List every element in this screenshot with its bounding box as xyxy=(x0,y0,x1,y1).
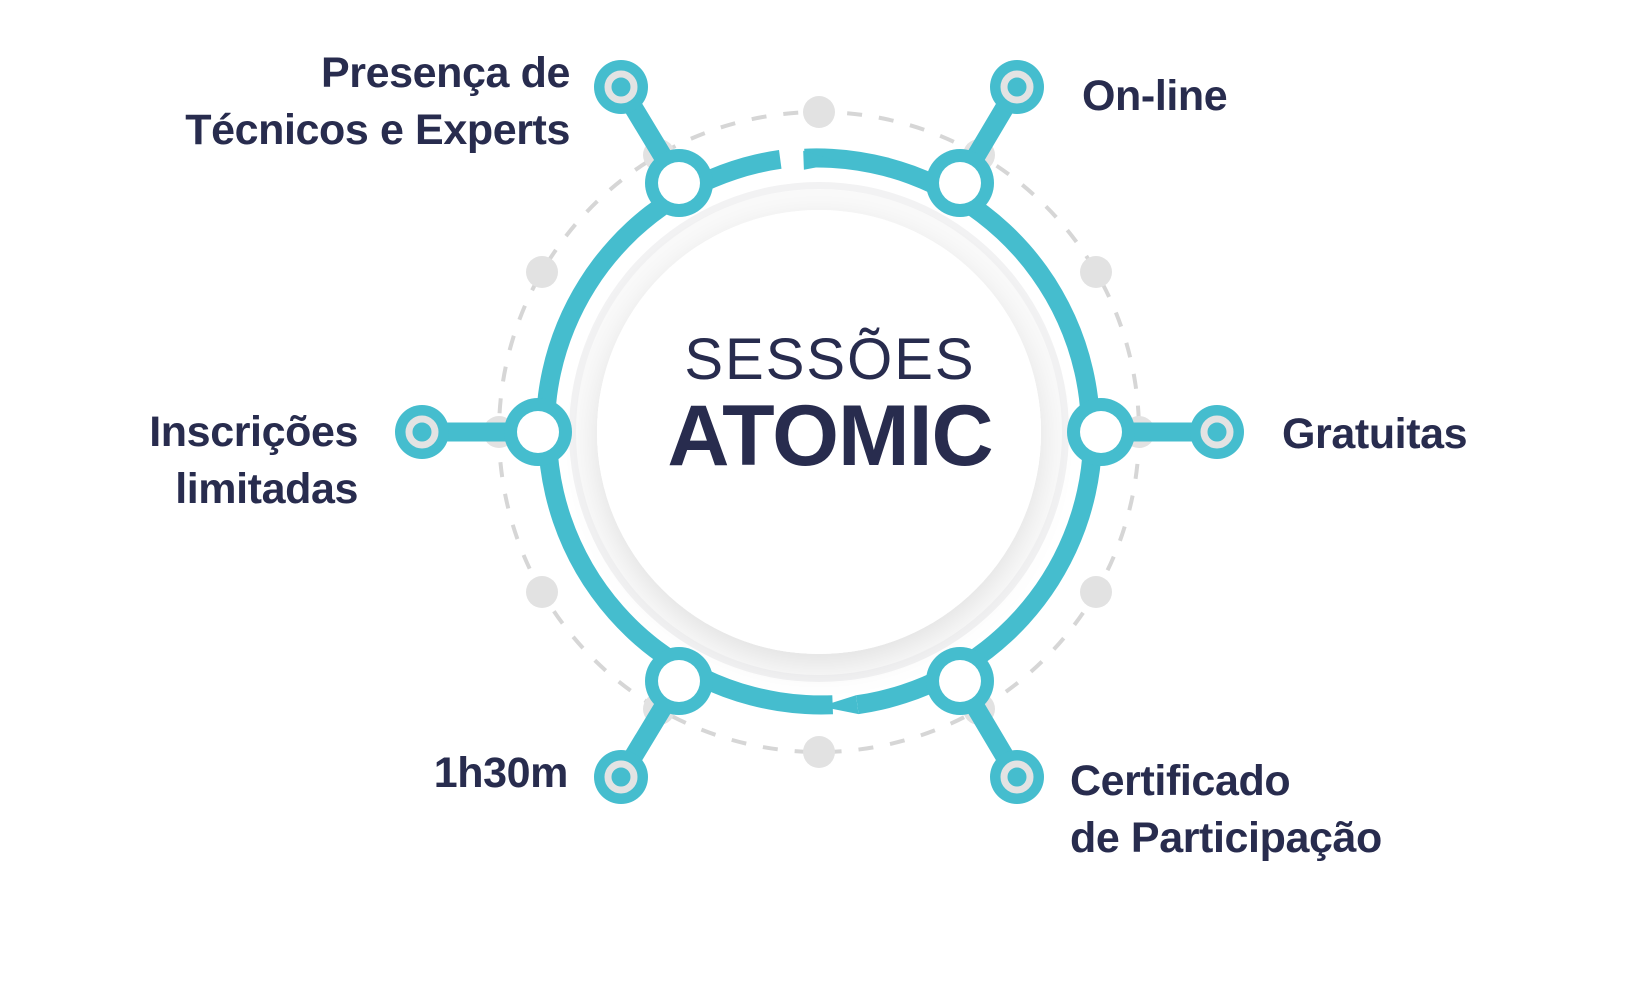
node-label-online: On-line xyxy=(1082,72,1228,120)
guide-dot xyxy=(1080,576,1112,608)
guide-dot xyxy=(526,256,558,288)
hub-node-gratuitas xyxy=(1067,398,1135,466)
hub-node-certificado xyxy=(926,647,994,715)
center-wordmark: SESSÕES ATOMIC xyxy=(618,327,1042,485)
process-arc-arrowhead xyxy=(803,150,842,170)
node-label-inscricoes: Inscrições limitadas xyxy=(149,408,358,513)
center-wordmark-line2: ATOMIC xyxy=(667,388,993,485)
center-wordmark-line1: SESSÕES xyxy=(684,327,976,392)
node-label-gratuitas: Gratuitas xyxy=(1282,410,1468,458)
node-label-certificado: Certificado de Participação xyxy=(1070,757,1382,862)
endpoint-node-duracao xyxy=(594,750,648,804)
node-label-duracao: 1h30m xyxy=(433,749,569,797)
endpoint-node-certificado xyxy=(990,750,1044,804)
hub-node-group xyxy=(504,149,1135,715)
endpoint-node-inscricoes xyxy=(395,405,449,459)
node-label-presenca: Presença de Técnicos e Experts xyxy=(185,49,570,154)
endpoint-node-group xyxy=(395,60,1244,804)
hub-node-online xyxy=(926,149,994,217)
hub-node-inscricoes xyxy=(504,398,572,466)
hub-node-presenca xyxy=(645,149,713,217)
process-arc-arrowhead xyxy=(820,695,859,715)
guide-dot xyxy=(803,96,835,128)
endpoint-node-presenca xyxy=(594,60,648,114)
endpoint-node-online xyxy=(990,60,1044,114)
endpoint-node-gratuitas xyxy=(1190,405,1244,459)
guide-dot xyxy=(1080,256,1112,288)
guide-dot xyxy=(803,736,835,768)
center-disc xyxy=(597,210,1041,654)
guide-dot xyxy=(526,576,558,608)
hub-node-duracao xyxy=(645,647,713,715)
